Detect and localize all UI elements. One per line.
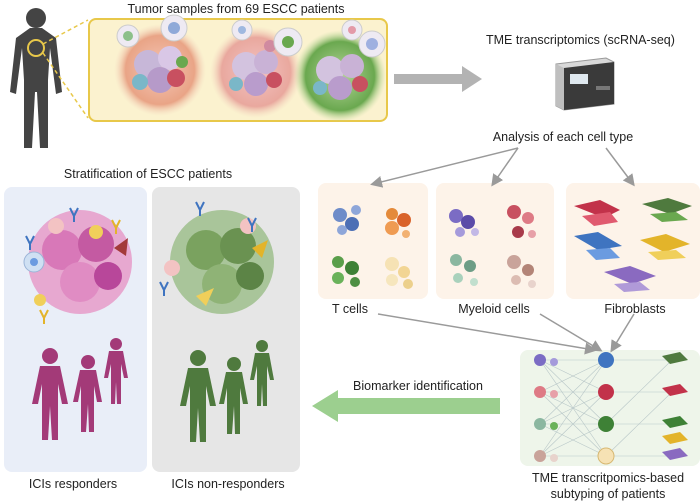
t-cell-icon [332,205,413,289]
sequencing-arrow [394,66,482,92]
myeloid-cell-icon [449,205,536,288]
zoom-lines [42,19,89,119]
fibroblasts-label: Fibroblasts [604,302,666,316]
analysis-arrows [370,147,635,188]
biomarker-label: Biomarker identification [353,379,483,393]
antibody-icon [25,207,121,324]
network-icon [534,352,688,465]
analysis-label: Analysis of each cell type [492,130,634,144]
subtyping-label-line1: TME transcritpomics-based [531,471,685,485]
subtyping-label-line2: subtyping of patients [550,487,666,501]
antibody-icon [159,201,257,296]
stratification-label: Stratification of ESCC patients [63,167,233,181]
tme-transcriptomics-label: TME transcriptomics (scRNA-seq) [486,33,675,47]
people-icon [32,338,128,440]
people-icon [180,340,274,442]
tumor-samples-label: Tumor samples from 69 ESCC patients [127,2,345,16]
fibroblast-icon [574,198,692,292]
sequencer-icon [555,57,615,111]
tumor-icon [164,210,274,314]
tumor-icon [114,14,206,116]
biomarker-arrow [312,390,500,422]
tumor-icon [23,210,132,314]
converging-arrows [377,313,635,355]
responders-label: ICIs responders [28,477,118,491]
tumor-icon [210,19,303,118]
non-responders-label: ICIs non-responders [171,477,285,491]
stomach-highlight [27,39,45,57]
human-body-icon [10,8,62,148]
myeloid-cells-label: Myeloid cells [458,302,530,316]
t-cells-label: T cells [332,302,368,316]
tumor-icon [294,19,386,122]
